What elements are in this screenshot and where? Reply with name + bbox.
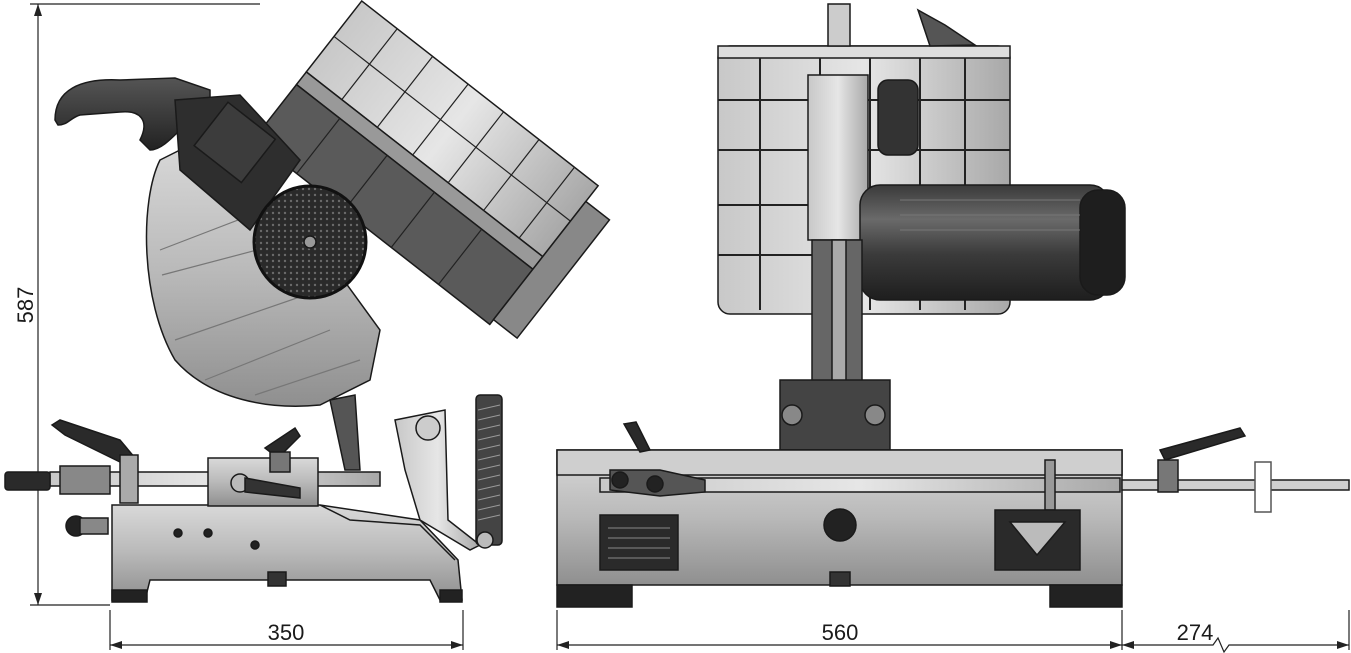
side-view (4, 0, 611, 603)
spec-plate (599, 514, 679, 571)
side-base (111, 504, 463, 601)
front-view (556, 3, 1350, 608)
height-dimension-label: 587 (13, 287, 38, 324)
pivot-arm (394, 409, 482, 551)
extension-dimension-label: 274 (1177, 620, 1214, 645)
front-knob (823, 508, 857, 542)
motor-body (859, 184, 1111, 301)
dimension-arrows (34, 4, 1349, 649)
front-width-dimension-label: 560 (822, 620, 859, 645)
saw-handle (54, 77, 211, 151)
side-depth-dimension-label: 350 (268, 620, 305, 645)
dimension-lines (30, 3, 1350, 653)
